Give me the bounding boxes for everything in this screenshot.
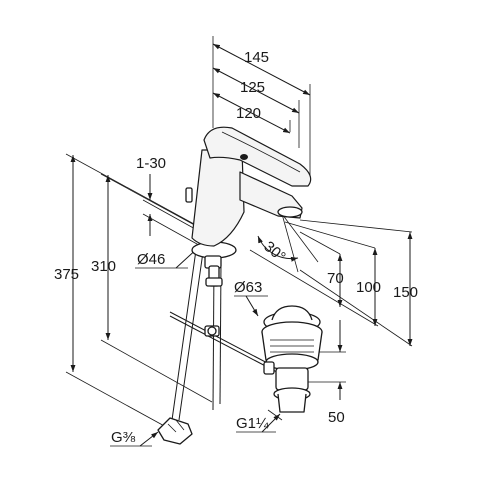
width-dimensions: 145 125 120 (212, 36, 311, 180)
faucet-body (191, 149, 245, 247)
faucet-handle (203, 126, 312, 187)
label-1-30: 1-30 (136, 155, 166, 172)
dim-line-120 (212, 92, 291, 134)
label-120: 120 (236, 105, 261, 122)
aerator (277, 206, 303, 218)
label-70: 70 (327, 270, 344, 287)
label-50: 50 (328, 409, 345, 426)
diameter-labels: Ø46 Ø63 (135, 245, 268, 317)
label-g38: G⅜ (111, 429, 136, 446)
label-dia-63: Ø63 (234, 279, 262, 296)
thread-labels: G⅜ G1¼ (110, 413, 281, 447)
label-dia-46: Ø46 (137, 251, 165, 268)
right-height-dimensions: 70 100 150 50 (249, 219, 418, 426)
faucet (157, 126, 312, 445)
label-g114: G1¼ (236, 415, 269, 432)
faucet-spout (239, 171, 303, 219)
popup-waste (261, 305, 323, 421)
label-125: 125 (240, 79, 265, 96)
waste-body (275, 367, 309, 391)
supply-hose-left (171, 249, 197, 421)
label-310: 310 (91, 258, 116, 275)
label-150: 150 (393, 284, 418, 301)
left-height-dimensions: 375 310 1-30 (54, 153, 216, 429)
label-375: 375 (54, 266, 79, 283)
label-100: 100 (356, 279, 381, 296)
label-145: 145 (244, 49, 269, 66)
label-30-degrees: 30° (260, 238, 288, 266)
